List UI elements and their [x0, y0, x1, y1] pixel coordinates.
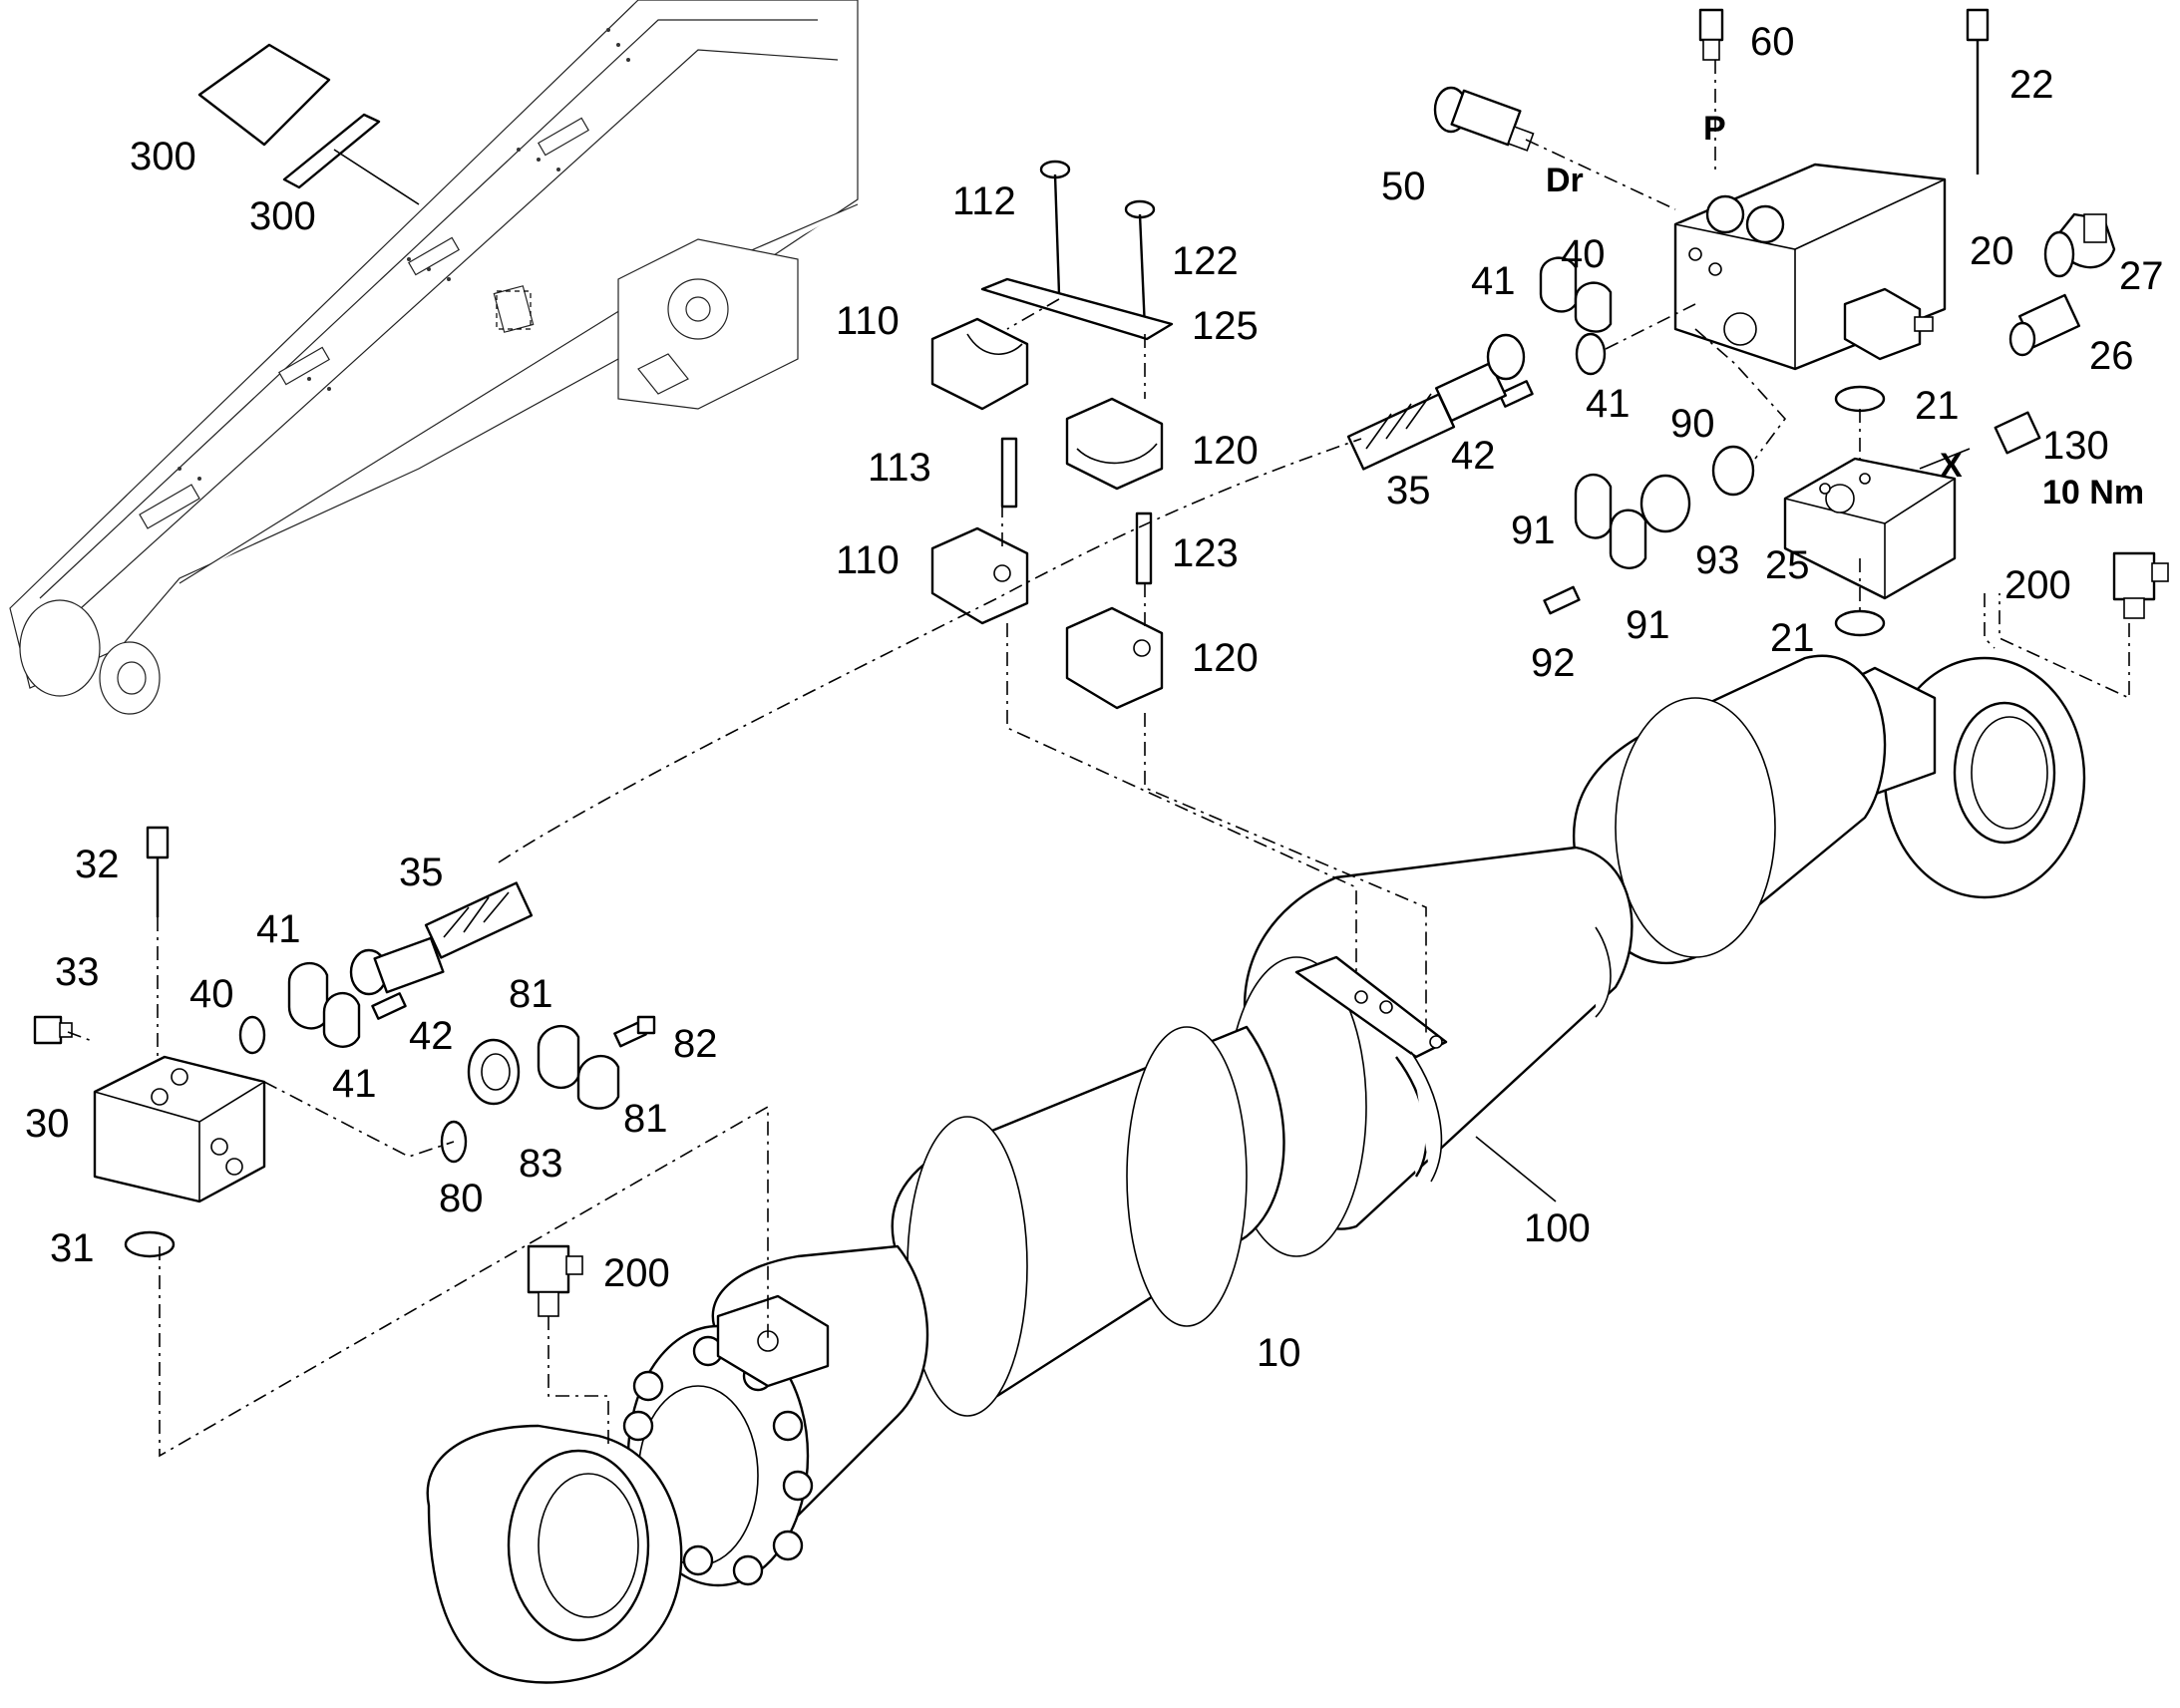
label-port-dr: Dr — [1546, 162, 1584, 199]
screw-42-lower — [371, 992, 407, 1020]
o-ring-40-upper — [1575, 332, 1607, 376]
label-torque-10nm: 10 Nm — [2042, 474, 2144, 512]
pin-123 — [1135, 512, 1153, 585]
label-35-b: 35 — [399, 851, 444, 894]
label-40-a: 40 — [1561, 232, 1606, 276]
label-130: 130 — [2042, 424, 2109, 468]
label-port-p: P — [1703, 110, 1726, 148]
label-82: 82 — [673, 1022, 718, 1066]
manifold-plate-25 — [1783, 457, 1957, 600]
label-200-b: 200 — [603, 1251, 670, 1295]
o-ring-31 — [124, 1230, 176, 1258]
bolt-22 — [1966, 8, 1990, 174]
flange-halves-91 — [1574, 473, 1647, 569]
label-41-d: 41 — [332, 1062, 377, 1106]
hose-35-upper — [1346, 333, 1526, 471]
label-42-b: 42 — [409, 1014, 454, 1058]
fitting-27 — [2043, 212, 2116, 278]
label-90: 90 — [1670, 402, 1715, 446]
label-60: 60 — [1750, 20, 1795, 64]
o-ring-21-upper — [1834, 385, 1886, 413]
fitting-130 — [1994, 411, 2041, 455]
screw-92 — [1543, 585, 1581, 615]
label-120-a: 120 — [1192, 429, 1259, 473]
clamp-half-120-lower — [1065, 606, 1164, 710]
screw-82 — [613, 1015, 656, 1048]
hose-35-lower — [349, 881, 534, 996]
label-125: 125 — [1192, 304, 1259, 348]
label-25: 25 — [1765, 543, 1810, 587]
label-30: 30 — [25, 1102, 70, 1146]
valve-block-20 — [1673, 163, 1947, 371]
label-10: 10 — [1257, 1331, 1301, 1375]
label-33: 33 — [55, 950, 100, 994]
label-200-a: 200 — [2004, 563, 2071, 607]
label-42-a: 42 — [1451, 434, 1496, 478]
label-80: 80 — [439, 1177, 484, 1220]
block-30 — [93, 1055, 266, 1203]
label-31: 31 — [50, 1226, 95, 1270]
label-21-a: 21 — [1915, 384, 1960, 428]
bolt-122 — [1124, 199, 1156, 330]
label-40-b: 40 — [189, 972, 234, 1016]
o-ring-21-lower — [1834, 609, 1886, 637]
bolt-112 — [1039, 160, 1071, 295]
ring-90 — [1711, 445, 1755, 497]
fitting-26 — [2008, 293, 2081, 357]
label-100: 100 — [1524, 1206, 1591, 1250]
label-110-a: 110 — [836, 299, 900, 343]
flange-halves-41-lower — [287, 961, 361, 1048]
boom-holes — [178, 28, 630, 481]
label-110-b: 110 — [836, 538, 900, 582]
clamp-half-110-upper — [930, 317, 1029, 411]
label-122: 122 — [1172, 239, 1239, 283]
boom-arm — [9, 0, 859, 715]
label-300-a: 300 — [130, 135, 196, 178]
o-ring-40-lower — [238, 1015, 266, 1055]
fitting-200-upper — [2112, 551, 2169, 619]
bolt-32 — [146, 826, 170, 917]
label-41-c: 41 — [256, 907, 301, 951]
label-91-b: 91 — [1626, 603, 1670, 647]
fitting-50 — [1433, 86, 1535, 152]
label-300-b: 300 — [249, 194, 316, 238]
clamp-half-120-upper — [1065, 397, 1164, 491]
cap-93 — [1639, 474, 1691, 533]
label-93: 93 — [1695, 538, 1740, 582]
label-81-b: 81 — [623, 1097, 668, 1141]
label-41-a: 41 — [1471, 259, 1516, 303]
label-41-b: 41 — [1586, 382, 1631, 426]
label-91-a: 91 — [1511, 509, 1556, 552]
label-26: 26 — [2089, 334, 2134, 378]
label-120-b: 120 — [1192, 636, 1259, 680]
screw-42-upper — [1498, 380, 1534, 408]
pin-113 — [1000, 437, 1018, 509]
plug-33 — [33, 1015, 73, 1045]
label-123: 123 — [1172, 531, 1239, 575]
fitting-60 — [1698, 8, 1724, 61]
clamp-half-110-lower — [930, 526, 1029, 625]
flange-halves-41-upper — [1539, 256, 1613, 333]
leader-lines — [67, 60, 2130, 1458]
hydraulic-cylinder-10 — [426, 654, 2086, 1684]
label-22: 22 — [2009, 63, 2054, 107]
plate-125 — [980, 277, 1174, 341]
manual-300 — [197, 43, 420, 205]
label-92: 92 — [1531, 641, 1576, 685]
fitting-200-lower — [527, 1244, 583, 1317]
label-112: 112 — [952, 179, 1016, 223]
label-35-a: 35 — [1386, 469, 1431, 512]
label-32: 32 — [75, 843, 120, 886]
label-113: 113 — [868, 446, 931, 490]
label-50: 50 — [1381, 165, 1426, 208]
label-port-x: X — [1940, 447, 1963, 485]
label-83: 83 — [519, 1142, 563, 1186]
label-81-a: 81 — [509, 972, 553, 1016]
label-21-b: 21 — [1770, 616, 1815, 660]
part-labels: 300 300 112 122 110 125 113 120 110 123 … — [25, 20, 2164, 1375]
flange-halves-81 — [537, 1025, 620, 1110]
label-20: 20 — [1970, 229, 2014, 273]
label-27: 27 — [2119, 254, 2164, 298]
